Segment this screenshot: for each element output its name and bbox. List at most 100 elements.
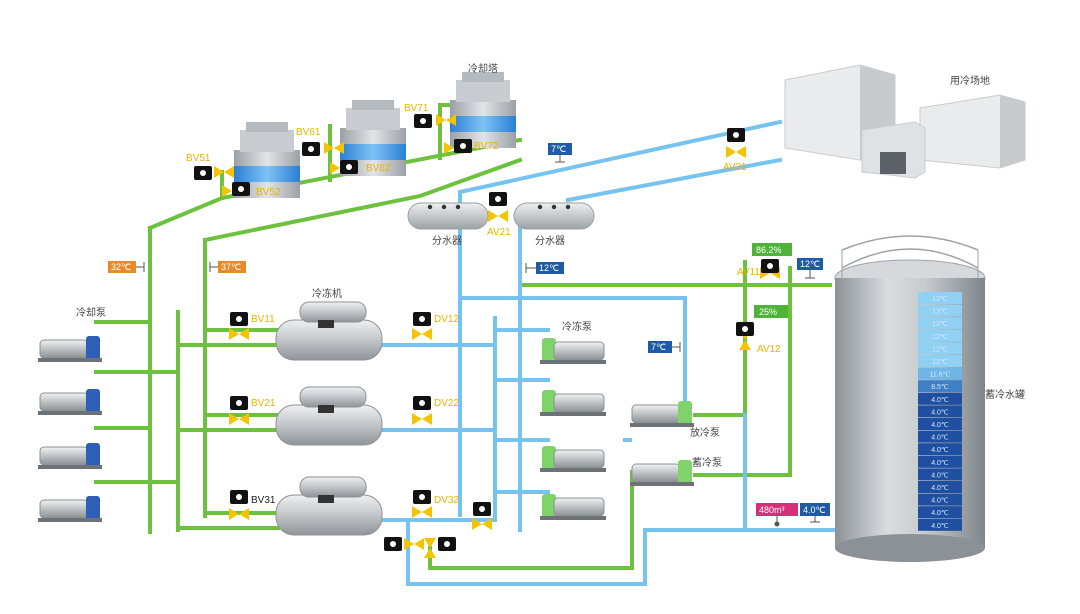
cooling-pump-1 — [38, 336, 102, 362]
valve-bv72-label: BV72 — [474, 141, 499, 152]
tank-layer-temp: 4.0℃ — [931, 472, 949, 479]
tank-layer-temp: 12℃ — [932, 309, 948, 316]
tank-layer-temp: 12℃ — [932, 334, 948, 341]
valve-bv11[interactable] — [229, 312, 249, 340]
valve-bv61[interactable] — [302, 142, 344, 156]
valve-av12[interactable] — [736, 322, 754, 350]
tank-layer — [918, 455, 962, 468]
return-temp-value: 12℃ — [539, 263, 559, 273]
tank-layer-temp: 4.0℃ — [931, 485, 949, 492]
tank-layer-temp: 11.6℃ — [930, 372, 951, 379]
tank-layer — [918, 493, 962, 506]
valve-bv52[interactable] — [222, 182, 250, 197]
tank-layer-temp: 4.0℃ — [931, 422, 949, 429]
blue-pipes — [376, 119, 837, 586]
cooling-pump-3 — [38, 443, 102, 469]
chiller-3 — [275, 476, 383, 536]
discharge-pump-label: 放冷泵 — [690, 426, 720, 439]
valve-bv21-label: BV21 — [251, 398, 276, 409]
distributor-left — [407, 202, 489, 230]
supply-temp-value: 7℃ — [551, 144, 566, 154]
tank-layer-temp: 4.0℃ — [931, 435, 949, 442]
storage-pump-label: 蓄冷泵 — [692, 456, 722, 469]
valve-bv31-label: BV31 — [251, 495, 276, 506]
tank-layer-temp: 4.0℃ — [931, 498, 949, 505]
valve-bv52-label: BV52 — [256, 187, 281, 198]
chiller-1 — [275, 301, 383, 361]
valve-bv71[interactable] — [414, 114, 456, 128]
tank-layer — [918, 355, 962, 367]
tank-top-temp-value: 12℃ — [800, 259, 820, 269]
valve-dv32[interactable] — [412, 490, 432, 518]
valve-bv21[interactable] — [229, 396, 249, 425]
chilled-pump-2 — [540, 390, 606, 416]
badge-flow-percent: 25% — [754, 305, 788, 318]
tank-layer — [918, 317, 962, 330]
temp-right-orange-value: 37℃ — [221, 262, 241, 272]
badge-supply-temp: 7℃ — [548, 143, 572, 163]
tank-layer-temp: 4.0℃ — [931, 397, 949, 404]
tank-layer-temp: 4.0℃ — [931, 460, 949, 467]
distributor-left-label: 分水器 — [432, 235, 462, 247]
valve-bottom-2[interactable] — [384, 537, 424, 551]
valve-dv12-label: DV12 — [434, 314, 459, 325]
valve-av21-label: AV21 — [487, 227, 511, 238]
valve-dv22-label: DV22 — [434, 398, 459, 409]
cooling-pump-label: 冷却泵 — [76, 306, 106, 319]
chilled-pump-label: 冷冻泵 — [562, 320, 592, 333]
valve-bv72[interactable] — [444, 139, 472, 154]
valve-bv51-label: BV51 — [186, 153, 211, 164]
tank-layer — [918, 329, 962, 342]
valve-bv51[interactable] — [194, 166, 234, 180]
cooling-pump-4 — [38, 496, 102, 522]
storage-tank — [834, 235, 986, 562]
valve-av31[interactable] — [726, 128, 746, 158]
cooling-pump-2 — [38, 389, 102, 415]
flow-percent-value: 25% — [759, 307, 777, 317]
tank-layer-temp: 12℃ — [932, 359, 948, 366]
tank-layer — [918, 342, 962, 355]
tank-layer-temp: 4.0℃ — [931, 447, 949, 454]
tank-layer — [918, 443, 962, 456]
valve-av31-label: AV31 — [723, 162, 747, 173]
cold-site-label: 用冷场地 — [950, 74, 990, 87]
tank-layer-temp: 4.0℃ — [931, 409, 949, 416]
cooling-tower-label: 冷却塔 — [468, 62, 498, 75]
valve-bv62[interactable] — [330, 160, 358, 174]
chilled-pump-1 — [540, 338, 606, 364]
tank-layer-temp: 4.0℃ — [931, 523, 949, 530]
valve-bv31[interactable] — [229, 490, 249, 520]
cooling-tower-3 — [450, 72, 516, 148]
valve-av11-label: AV11 — [737, 267, 760, 278]
valve-bottom-3[interactable] — [424, 537, 456, 558]
valve-av11[interactable] — [760, 259, 780, 279]
tank-layer — [918, 518, 962, 531]
pump-temp-value: 7℃ — [651, 342, 666, 352]
tank-layer-temp: 8.5℃ — [931, 384, 949, 391]
tank-layer — [918, 367, 962, 380]
badge-level-percent: 86.2% — [752, 243, 792, 256]
chiller-label: 冷冻机 — [312, 287, 342, 300]
tank-layer-temp: 12℃ — [932, 321, 948, 328]
valve-dv22[interactable] — [412, 396, 432, 425]
bottom-temp-value: 4.0℃ — [803, 505, 826, 515]
valve-av21[interactable] — [488, 192, 508, 222]
discharge-pump — [630, 401, 694, 427]
badge-bottom-temp: 4.0℃ — [800, 503, 830, 523]
tank-layer — [918, 292, 962, 304]
badge-pump-temp: 7℃ — [648, 341, 681, 353]
chilled-pump-3 — [540, 446, 606, 472]
badge-temp-right-orange: 37℃ — [209, 261, 246, 273]
tank-layer-temp: 12℃ — [932, 296, 948, 303]
badge-temp-left-orange: 32℃ — [108, 261, 145, 273]
badge-volume: 480m³ — [756, 503, 798, 527]
valve-dv12[interactable] — [412, 312, 432, 340]
tank-layer — [918, 405, 962, 418]
valve-bv62-label: BV62 — [366, 163, 391, 174]
valve-bottom-1[interactable] — [472, 502, 492, 530]
valve-dv32-label: DV32 — [434, 495, 459, 506]
chiller-2 — [275, 386, 383, 446]
cold-site-buildings — [784, 64, 1026, 179]
tank-layer — [918, 430, 962, 443]
